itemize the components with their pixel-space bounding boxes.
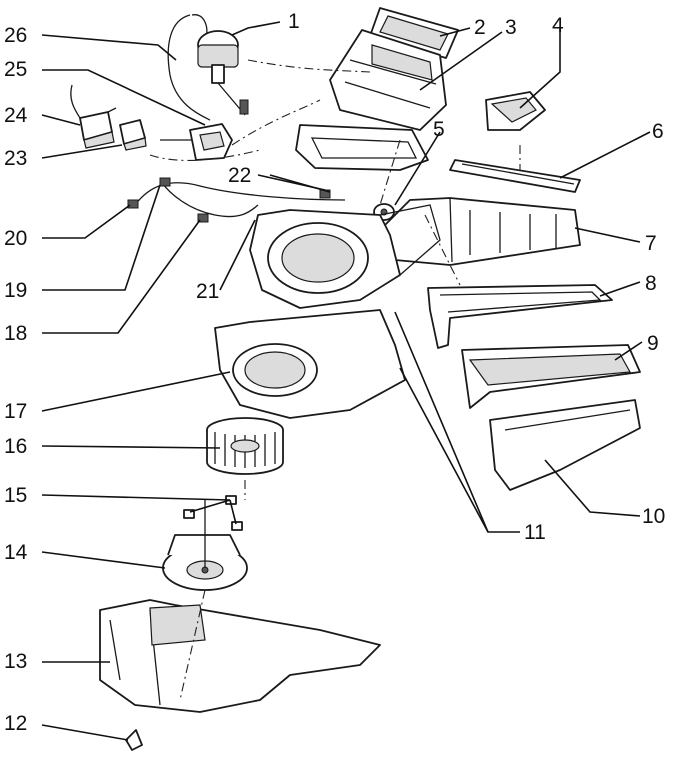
label-9: 9 [647, 332, 659, 355]
label-11: 11 [524, 521, 546, 544]
blower-housing-upper [249, 204, 441, 309]
flap-frame [295, 124, 429, 171]
part-16-fan-wheel [206, 417, 284, 475]
label-16: 16 [4, 435, 27, 458]
part-labels: 1 2 3 4 5 6 7 8 9 10 11 12 13 14 15 16 1… [4, 10, 665, 735]
label-8: 8 [645, 272, 657, 295]
part-17-blower-housing [214, 309, 406, 419]
label-3: 3 [505, 16, 517, 39]
assembly-guide-lines [149, 59, 521, 701]
part-9-tray [461, 344, 641, 409]
part-14-motor [162, 500, 248, 591]
part-12-fastener [125, 729, 143, 751]
label-14: 14 [4, 541, 28, 564]
label-19: 19 [4, 279, 27, 302]
part-23-connector [119, 119, 147, 151]
part-8-gasket [427, 284, 613, 349]
part-3-duct-housing [329, 29, 447, 131]
label-25: 25 [4, 58, 27, 81]
label-1: 1 [288, 10, 300, 33]
label-20: 20 [4, 227, 27, 250]
label-21: 21 [196, 280, 219, 303]
label-26: 26 [4, 24, 27, 47]
label-13: 13 [4, 650, 27, 673]
label-2: 2 [474, 16, 486, 39]
label-22: 22 [228, 164, 251, 187]
label-5: 5 [433, 118, 445, 141]
part-1-actuator [197, 30, 249, 116]
label-23: 23 [4, 147, 27, 170]
label-6: 6 [652, 120, 664, 143]
label-12: 12 [4, 712, 27, 735]
label-18: 18 [4, 322, 27, 345]
part-4-sensor [485, 91, 546, 131]
part-25-valve [160, 123, 233, 161]
label-24: 24 [4, 104, 28, 127]
wiring-harness [127, 177, 346, 223]
label-10: 10 [642, 505, 665, 528]
label-17: 17 [4, 400, 27, 423]
part-2-filter-frame [369, 7, 459, 59]
part-10-cover [489, 399, 641, 491]
part-6-seal-strip [449, 159, 581, 193]
label-7: 7 [645, 232, 657, 255]
leader-lines [41, 21, 651, 741]
part-24-resistor [70, 84, 117, 149]
label-4: 4 [552, 14, 564, 37]
part-13-lower-cover [99, 599, 381, 713]
label-15: 15 [4, 484, 27, 507]
